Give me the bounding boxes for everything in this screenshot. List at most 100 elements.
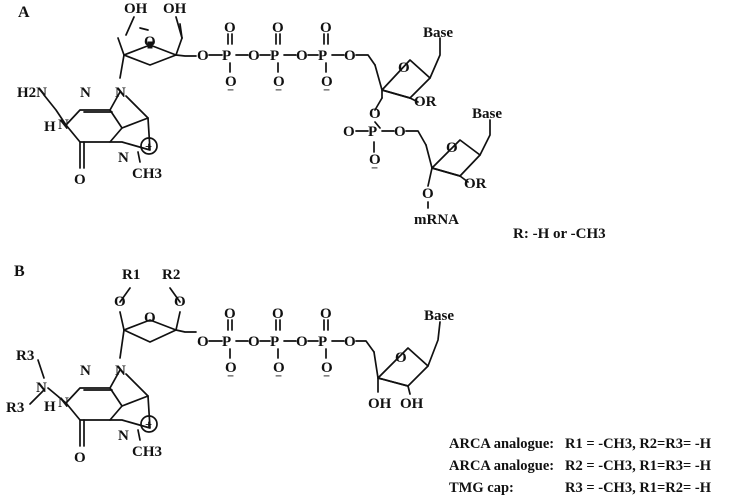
panel-b-carbonyl-o: O — [74, 450, 86, 466]
charge-minus: − — [275, 369, 282, 383]
panel-b-ring-o-2: O — [395, 350, 407, 366]
atom-p: P — [222, 48, 231, 64]
panel-a-triphosphate: O P O O − O P O O − O P O O − — [197, 20, 376, 97]
panel-b-r3b: R3 — [6, 400, 24, 416]
panel-b-charge: + — [145, 418, 152, 432]
atom-o: O — [296, 48, 308, 64]
positive-charge-circle — [140, 137, 158, 155]
atom-o: O — [296, 334, 308, 350]
panel-b-o1: O — [114, 294, 126, 310]
panel-b-n3: N — [80, 363, 91, 379]
legend-value-3: R3 = -CH3, R1=R2= -H — [565, 480, 712, 496]
atom-o: O — [321, 360, 333, 376]
panel-a-base-1: Base — [423, 25, 453, 41]
atom-o: O — [344, 334, 356, 350]
panel-a-oh1: OH — [124, 1, 148, 17]
atom-o: O — [273, 360, 285, 376]
panel-b-n7: N — [118, 428, 129, 444]
charge-minus: − — [323, 369, 330, 383]
panel-a-carbonyl-o: O — [74, 172, 86, 188]
atom-o: O — [394, 124, 406, 140]
atom-o: O — [224, 306, 236, 322]
atom-o: O — [197, 334, 209, 350]
atom-p: P — [270, 334, 279, 350]
legend-name-1: ARCA analogue: — [449, 436, 554, 452]
panel-b-cap-ribose: O O O R1 R2 — [114, 267, 197, 359]
legend-name-2: ARCA analogue: — [449, 458, 554, 474]
atom-o: O — [321, 74, 333, 90]
panel-a-o3-2: O — [422, 186, 434, 202]
panel-b-oh2: OH — [400, 396, 424, 412]
panel-b-guanine: R3 N R3 N N N H N O CH3 + — [6, 348, 162, 466]
panel-b-oh1: OH — [368, 396, 392, 412]
panel-b-n9: N — [115, 363, 126, 379]
charge-minus: − — [371, 161, 378, 175]
charge-minus: − — [323, 83, 330, 97]
atom-o: O — [343, 124, 355, 140]
panel-a-ribose-2: O Base OR O mRNA — [414, 106, 502, 228]
panel-a-or-2: OR — [464, 176, 487, 192]
positive-charge-circle — [140, 415, 158, 433]
panel-a-ring-o-1: O — [398, 60, 410, 76]
atom-o: O — [225, 360, 237, 376]
atom-o: O — [320, 306, 332, 322]
legend-value-2: R2 = -CH3, R1=R3= -H — [565, 458, 712, 474]
atom-o: O — [369, 152, 381, 168]
panel-a-ch3: CH3 — [132, 166, 162, 182]
panel-b-r3a: R3 — [16, 348, 34, 364]
atom-o: O — [273, 74, 285, 90]
panel-a-n9: N — [115, 85, 126, 101]
atom-p: P — [222, 334, 231, 350]
atom-p: P — [368, 124, 377, 140]
panel-a-oh2: OH — [163, 1, 187, 17]
panel-b-legend: ARCA analogue: R1 = -CH3, R2=R3= -H ARCA… — [449, 436, 712, 496]
panel-a-n3: N — [80, 85, 91, 101]
panel-b-base: Base — [424, 308, 454, 324]
panel-b-label: B — [14, 263, 25, 280]
panel-a-r-note: R: -H or -CH3 — [513, 226, 606, 242]
panel-a: A OH OH O O P O O − O P — [17, 1, 606, 242]
panel-a-n: N — [58, 117, 69, 133]
panel-b-nh: H — [44, 399, 56, 415]
atom-p: P — [270, 48, 279, 64]
panel-a-o3: O — [369, 106, 381, 122]
atom-o: O — [344, 48, 356, 64]
panel-a-cap-ribose: OH OH O — [117, 1, 197, 79]
panel-b-o2: O — [174, 294, 186, 310]
atom-o: O — [272, 20, 284, 36]
panel-a-or-1: OR — [414, 94, 437, 110]
panel-a-guanine: N H2N N N H N O CH3 + — [17, 85, 162, 188]
atom-o: O — [272, 306, 284, 322]
panel-b-r1: R1 — [122, 267, 140, 283]
panel-b-ch3: CH3 — [132, 444, 162, 460]
panel-a-base-2: Base — [472, 106, 502, 122]
panel-a-h2n: H2N — [17, 85, 47, 101]
panel-a-ring-o: O — [144, 34, 156, 50]
charge-minus: − — [227, 369, 234, 383]
atom-p: P — [318, 334, 327, 350]
panel-a-ring-o-2: O — [446, 140, 458, 156]
panel-a-mrna: mRNA — [414, 212, 459, 228]
atom-o: O — [225, 74, 237, 90]
atom-o: O — [224, 20, 236, 36]
charge-minus: − — [275, 83, 282, 97]
panel-b-n: N — [58, 395, 69, 411]
atom-o: O — [320, 20, 332, 36]
panel-a-nh: H — [44, 119, 56, 135]
panel-b-r2: R2 — [162, 267, 180, 283]
panel-b: B O O O R1 R2 O P O O − O — [6, 263, 712, 496]
panel-a-phosphodiester: O P O − O — [343, 121, 427, 175]
panel-a-label: A — [18, 4, 30, 21]
panel-b-triphosphate: O P O O − O P O O − O P O O − — [197, 306, 375, 383]
atom-p: P — [318, 48, 327, 64]
charge-minus: − — [227, 83, 234, 97]
atom-o: O — [197, 48, 209, 64]
panel-b-ribose: O Base OH OH — [368, 308, 454, 412]
legend-value-1: R1 = -CH3, R2=R3= -H — [565, 436, 712, 452]
atom-o: O — [248, 48, 260, 64]
panel-a-charge: + — [145, 140, 152, 154]
panel-a-ribose-1: O Base OR O — [369, 25, 453, 122]
panel-a-n7: N — [118, 150, 129, 166]
panel-b-n-amine: N — [36, 380, 47, 396]
legend-name-3: TMG cap: — [449, 480, 514, 496]
